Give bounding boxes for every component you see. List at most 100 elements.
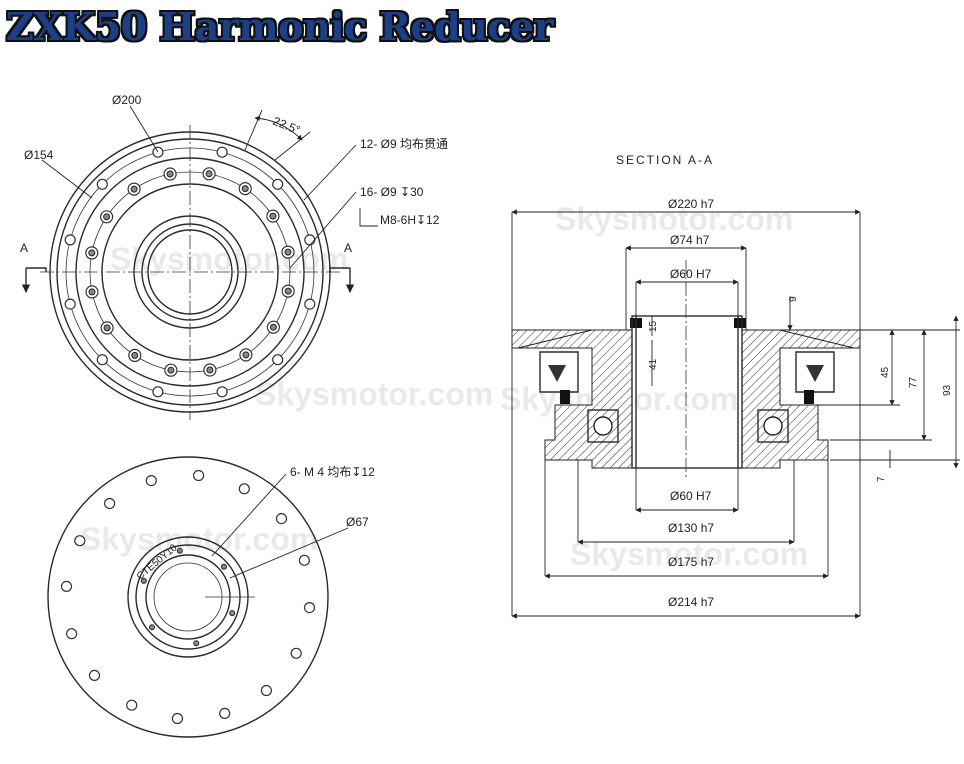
thread-hole bbox=[88, 249, 96, 257]
rear-flange-hole bbox=[65, 628, 78, 640]
m4-hole bbox=[221, 563, 227, 570]
right-roller bbox=[806, 365, 824, 382]
right-ball-bearing bbox=[757, 409, 789, 443]
thread-hole bbox=[167, 366, 175, 374]
angle-ext-2 bbox=[274, 131, 311, 161]
right-bearing-race bbox=[795, 351, 835, 393]
through-hole bbox=[272, 178, 284, 190]
m4-hole bbox=[140, 577, 147, 584]
label-d200: Ø200 bbox=[112, 93, 142, 107]
angle-ext-1 bbox=[244, 109, 263, 151]
label-93: 93 bbox=[942, 384, 953, 396]
leader-d67 bbox=[229, 527, 349, 579]
rear-flange-hole bbox=[290, 647, 302, 659]
watermark-3: Skysmotor.com bbox=[555, 201, 793, 237]
through-hole bbox=[216, 386, 228, 398]
rear-outer-rim bbox=[47, 456, 329, 738]
thread-hole bbox=[103, 324, 111, 332]
leader-d154 bbox=[41, 159, 93, 199]
label-through-holes: 12- Ø9 均布贯通 bbox=[360, 137, 448, 151]
through-hole bbox=[152, 146, 164, 158]
thread-hole bbox=[206, 366, 214, 374]
rear-flange-hole bbox=[298, 554, 310, 566]
right-body bbox=[741, 329, 855, 469]
through-hole bbox=[272, 354, 284, 366]
label-d154: Ø154 bbox=[24, 148, 54, 162]
label-d130: Ø130 h7 bbox=[668, 521, 714, 535]
rear-flange-hole bbox=[275, 512, 288, 525]
thread-hole bbox=[88, 288, 96, 296]
label-15: 15 bbox=[648, 320, 659, 332]
m4-hole bbox=[229, 610, 236, 617]
rear-flange-hole bbox=[145, 475, 157, 487]
section-view: SECTION A-A Ø220 h7 bbox=[511, 153, 960, 619]
label-d74: Ø74 h7 bbox=[670, 233, 710, 247]
rear-flange-hole bbox=[260, 684, 272, 697]
label-77: 77 bbox=[908, 376, 919, 388]
rear-flange-hole bbox=[303, 601, 316, 614]
label-9: 9 bbox=[788, 296, 799, 302]
rear-flange-hole bbox=[219, 707, 231, 720]
through-hole bbox=[216, 146, 228, 158]
thread-hole bbox=[269, 323, 277, 331]
through-hole bbox=[96, 178, 108, 190]
leader-counterbore bbox=[289, 191, 357, 269]
label-thread: M8-6H↧12 bbox=[380, 213, 440, 227]
page-title: ZXK50 Harmonic Reducer bbox=[6, 4, 554, 49]
thread-hole bbox=[130, 185, 138, 193]
hollow-shaft bbox=[631, 315, 743, 469]
section-cut-right bbox=[329, 267, 350, 272]
watermark-2: Skysmotor.com bbox=[255, 376, 493, 412]
section-title: SECTION A-A bbox=[616, 153, 714, 167]
label-d214: Ø214 h7 bbox=[668, 595, 714, 609]
front-view: A A Ø200 Ø154 22.5° 12- Ø9 均布贯通 16- Ø9 ↧… bbox=[20, 93, 448, 420]
left-ball-bearing bbox=[587, 409, 619, 443]
thread-hole bbox=[269, 212, 277, 220]
through-hole bbox=[304, 298, 316, 310]
right-ball bbox=[763, 416, 783, 436]
through-hole bbox=[152, 386, 164, 398]
label-d60-bottom: Ø60 H7 bbox=[670, 489, 712, 503]
watermark-5: Skysmotor.com bbox=[80, 521, 318, 557]
left-ball bbox=[593, 416, 613, 436]
thread-callout-bracket bbox=[359, 208, 378, 227]
right-seal bbox=[804, 390, 814, 404]
right-top-seal bbox=[734, 318, 746, 328]
rear-flange-hole bbox=[171, 712, 183, 725]
rear-view: CTE50Y10 6- M 4 均布↧12 Ø67 bbox=[47, 456, 375, 738]
through-hole bbox=[64, 298, 76, 310]
rear-holes bbox=[60, 469, 316, 725]
angle-arc bbox=[254, 115, 303, 141]
rear-flange-hole bbox=[103, 497, 116, 510]
label-counterbore: 16- Ø9 ↧30 bbox=[360, 185, 424, 199]
leader-through-holes bbox=[303, 144, 357, 201]
label-d60-top: Ø60 H7 bbox=[670, 267, 712, 281]
label-d220: Ø220 h7 bbox=[668, 197, 714, 211]
label-7: 7 bbox=[876, 476, 887, 482]
section-cut-left bbox=[26, 267, 47, 272]
rear-flange-hole bbox=[193, 469, 205, 482]
left-roller bbox=[548, 365, 566, 382]
rear-flange-hole bbox=[74, 535, 86, 547]
rear-flange-hole bbox=[238, 483, 250, 495]
label-m4: 6- M 4 均布↧12 bbox=[290, 465, 375, 479]
thread-hole bbox=[131, 351, 139, 359]
m4-hole bbox=[193, 640, 200, 647]
m4-hole bbox=[149, 624, 155, 631]
label-45: 45 bbox=[880, 366, 891, 378]
front-holes bbox=[64, 146, 316, 398]
thread-hole bbox=[241, 185, 249, 193]
left-seal bbox=[560, 390, 570, 404]
thread-hole bbox=[166, 170, 174, 178]
m4-hole bbox=[176, 547, 183, 554]
label-d67: Ø67 bbox=[346, 515, 369, 529]
leader-d200 bbox=[129, 105, 159, 153]
label-d175: Ø175 h7 bbox=[668, 555, 714, 569]
thread-hole bbox=[205, 170, 213, 178]
thread-hole bbox=[242, 351, 250, 359]
rear-flange-hole bbox=[126, 699, 138, 711]
through-hole bbox=[64, 234, 76, 246]
through-hole bbox=[96, 354, 108, 366]
label-41: 41 bbox=[648, 358, 659, 370]
